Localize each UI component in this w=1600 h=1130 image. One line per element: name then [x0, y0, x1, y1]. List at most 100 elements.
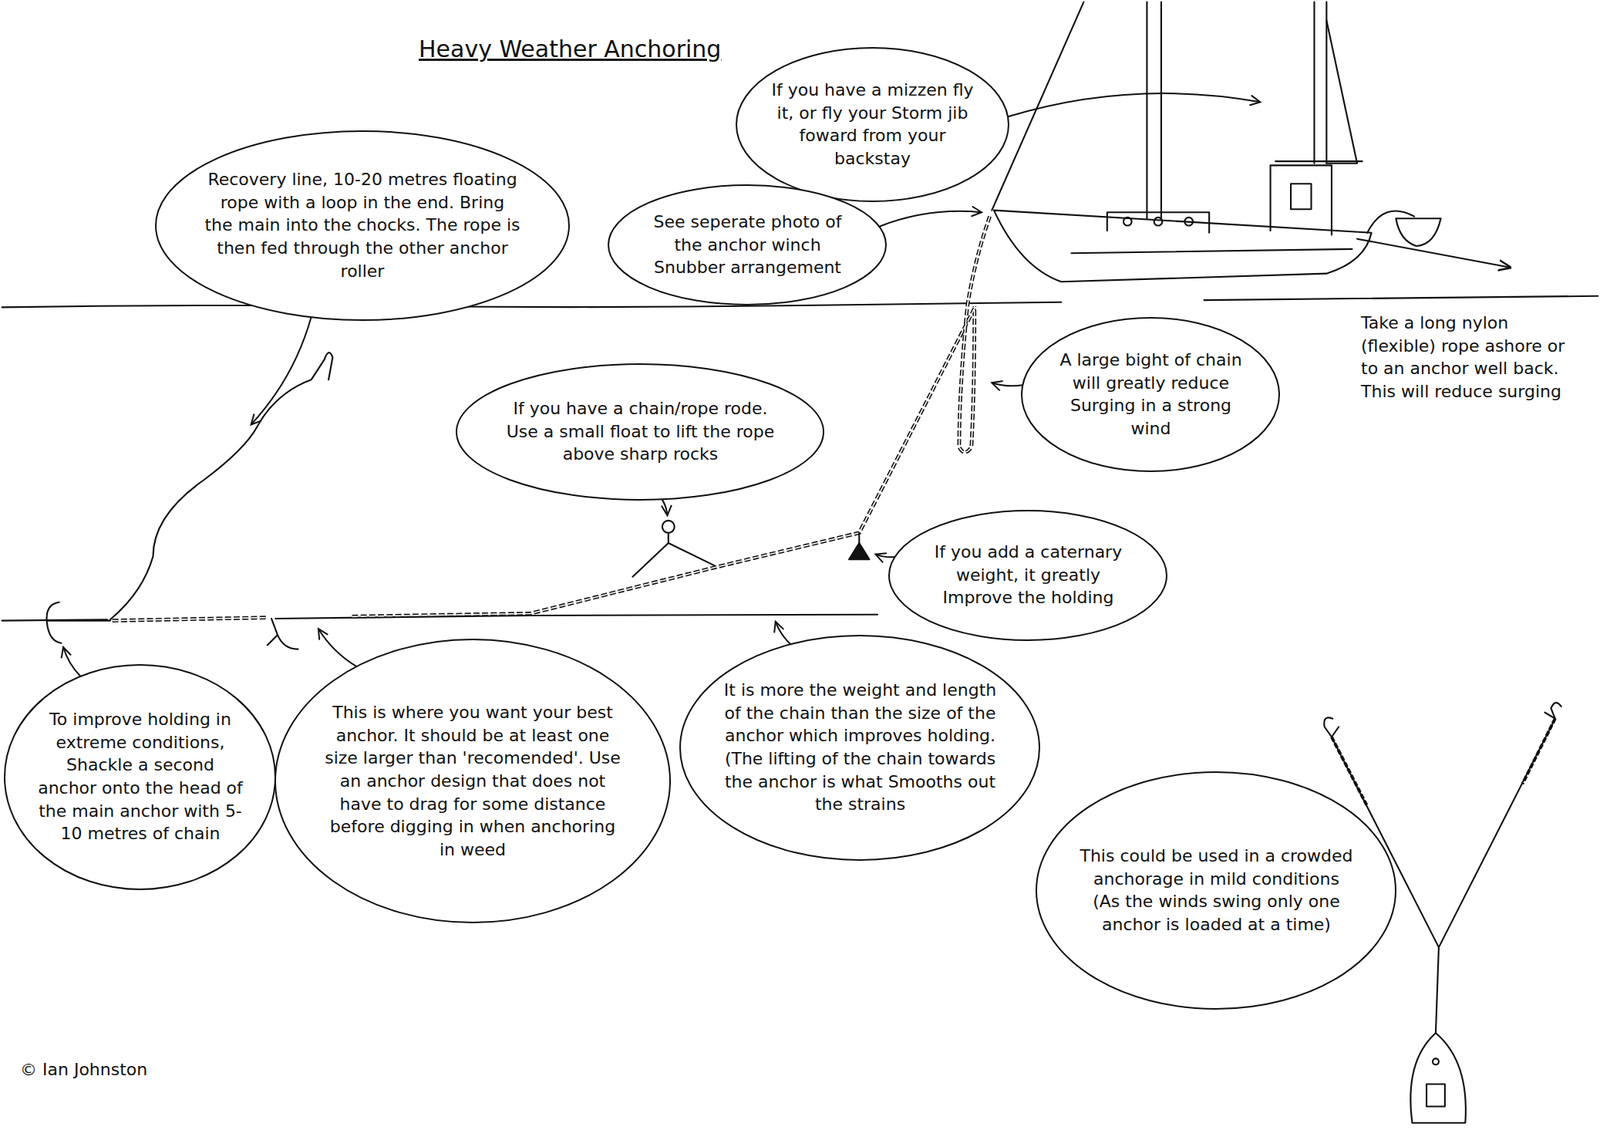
anchor-symbol — [1545, 702, 1562, 719]
leader-arrow — [251, 316, 312, 425]
bubble-outline — [1020, 316, 1281, 473]
callout-bubble: A large bight of chain will greatly redu… — [1020, 316, 1281, 473]
bubble-ellipse — [889, 510, 1167, 640]
callout-bubble: If you add a caternary weight, it greatl… — [887, 508, 1169, 642]
callout-bubble: If you have a mizzen fly it, or fly your… — [734, 46, 1011, 203]
mizzen-mast — [1313, 2, 1327, 164]
bubble-ellipse — [155, 131, 570, 320]
leader-arrow — [991, 382, 1023, 386]
bubble-ellipse — [608, 185, 886, 305]
wheelhouse — [1270, 165, 1332, 235]
bubble-text: To improve holding in extreme conditions… — [36, 707, 245, 846]
callout-text: To improve holding in extreme conditions… — [36, 707, 245, 846]
bubble-outline — [734, 46, 1011, 203]
leader-arrow — [879, 211, 982, 227]
callout-text: Recovery line, 10-20 metres floating rop… — [204, 168, 521, 283]
bubble-outline — [1034, 770, 1398, 1011]
chain-links — [112, 617, 268, 621]
second-anchor — [47, 602, 111, 644]
float-line — [632, 532, 715, 577]
bubble-text: This is where you want your best anchor.… — [321, 700, 624, 862]
bubble-ellipse — [736, 47, 1009, 202]
bubble-ellipse — [456, 363, 824, 500]
anchor-chain-plan — [1522, 718, 1555, 785]
note-text: © Ian Johnston — [20, 1057, 221, 1082]
hull-stripe — [1071, 249, 1353, 253]
anchor-chain — [352, 308, 975, 617]
leader-arrow — [775, 621, 792, 644]
forestay — [991, 2, 1084, 211]
callout-bubble: This is where you want your best anchor.… — [273, 637, 672, 924]
leader-arrow-head — [991, 380, 1003, 391]
chain-links — [959, 216, 991, 453]
callout-text: This could be used in a crowded anchorag… — [1078, 844, 1355, 937]
hull — [993, 210, 1372, 283]
boom — [1275, 160, 1362, 162]
mast-step — [1432, 1057, 1439, 1065]
bubble-ellipse — [1021, 317, 1280, 472]
leader-arrow — [1007, 93, 1260, 117]
leader-arrow-head — [875, 552, 886, 563]
leader-arrow-head — [251, 414, 263, 425]
window — [1290, 183, 1311, 209]
title: Heavy Weather Anchoring — [418, 35, 721, 63]
leader-arrow-head — [61, 646, 71, 658]
bubble-ellipse — [4, 664, 276, 890]
note-text: Take a long nylon (flexible) rope ashore… — [1360, 311, 1581, 404]
weight-line — [858, 532, 860, 543]
porthole — [1184, 217, 1193, 226]
callout-bubble: This could be used in a crowded anchorag… — [1034, 770, 1398, 1011]
bubble-outline — [678, 633, 1041, 862]
dinghy — [1395, 218, 1441, 246]
callout-text: If you have a chain/rope rode. Use a sma… — [499, 397, 782, 466]
callout-text: If you have a mizzen fly it, or fly your… — [768, 78, 977, 171]
porthole — [1154, 217, 1163, 226]
main-mast — [1146, 2, 1162, 219]
callout-bubble: If you have a chain/rope rode. Use a sma… — [454, 362, 826, 502]
anchor-chain-plan — [1331, 736, 1368, 806]
callout-text: See seperate photo of the anchor winch S… — [640, 210, 855, 280]
bubble-text: If you have a chain/rope rode. Use a sma… — [499, 397, 782, 466]
callout-text: If you add a caternary weight, it greatl… — [921, 540, 1136, 610]
boat-plan — [1410, 1032, 1466, 1122]
mizzen-sail — [1326, 20, 1358, 163]
main-anchor — [267, 618, 299, 650]
callout-text: This is where you want your best anchor.… — [321, 700, 624, 862]
bubble-text: If you have a mizzen fly it, or fly your… — [768, 78, 977, 171]
second-anchor-chain — [112, 617, 268, 621]
bubble-text: It is more the weight and length of the … — [722, 678, 998, 816]
callout-text: A large bight of chain will greatly redu… — [1051, 348, 1250, 441]
bubble-ellipse — [680, 635, 1040, 860]
davit — [1367, 211, 1415, 233]
callout-bubble: Recovery line, 10-20 metres floating rop… — [154, 129, 571, 322]
leader-arrow-head — [318, 628, 328, 640]
leader-arrow-head — [1249, 95, 1260, 106]
bubble-text: If you add a caternary weight, it greatl… — [921, 540, 1136, 610]
callout-bubble: To improve holding in extreme conditions… — [3, 663, 277, 891]
bubble-ellipse — [275, 639, 671, 923]
coachroof — [1107, 212, 1210, 233]
bubble-ellipse — [1036, 771, 1396, 1009]
chain-links — [352, 308, 975, 617]
leader-arrow — [318, 628, 358, 667]
callout-bubble: It is more the weight and length of the … — [678, 633, 1041, 862]
recovery-line — [110, 352, 333, 620]
catenary-weight — [848, 542, 870, 560]
shore-line-arrow — [1357, 239, 1511, 268]
leader-arrow — [63, 646, 81, 677]
leader-arrow-head — [970, 206, 982, 217]
bubble-text: See seperate photo of the anchor winch S… — [640, 210, 855, 280]
chain-bight — [959, 216, 991, 453]
float — [662, 520, 675, 533]
callout-bubble: See seperate photo of the anchor winch S… — [606, 183, 888, 307]
bubble-outline — [3, 663, 277, 891]
porthole — [1123, 217, 1132, 226]
callout-text: It is more the weight and length of the … — [722, 678, 998, 816]
bubble-text: Recovery line, 10-20 metres floating rop… — [204, 168, 521, 283]
bubble-text: A large bight of chain will greatly redu… — [1051, 348, 1250, 441]
anchor-symbol — [1323, 717, 1339, 737]
hatch — [1426, 1083, 1446, 1106]
leader-arrow-head — [661, 505, 672, 516]
bubble-text: This could be used in a crowded anchorag… — [1078, 844, 1355, 937]
